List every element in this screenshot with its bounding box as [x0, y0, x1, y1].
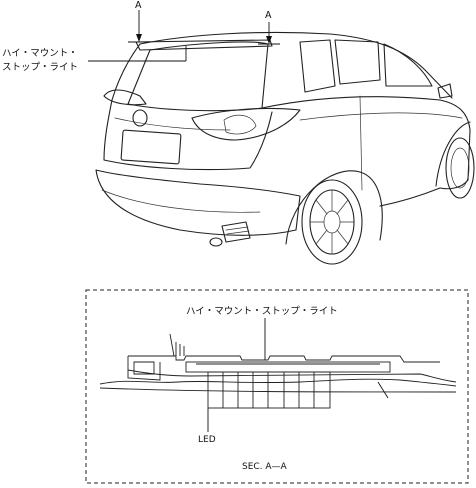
detail-part-label: ハイ・マウント・ストップ・ライト [186, 306, 338, 317]
section-caption: SEC. A—A [242, 462, 287, 472]
detail-frame [85, 289, 469, 484]
arrow-down-icon [136, 34, 142, 42]
section-marker-right [258, 22, 280, 45]
callout-label-line1: ハイ・マウント・ [2, 48, 78, 59]
section-view [99, 318, 457, 432]
section-marker-left [128, 10, 150, 43]
arrow-down-icon [266, 36, 272, 44]
vehicle-illustration [95, 31, 475, 265]
led-label: LED [198, 435, 216, 445]
section-marker-label-left: A [135, 0, 142, 11]
led-array [207, 371, 331, 409]
section-marker-label-right: A [265, 10, 272, 21]
callout-label-line2: ストップ・ライト [2, 62, 79, 73]
